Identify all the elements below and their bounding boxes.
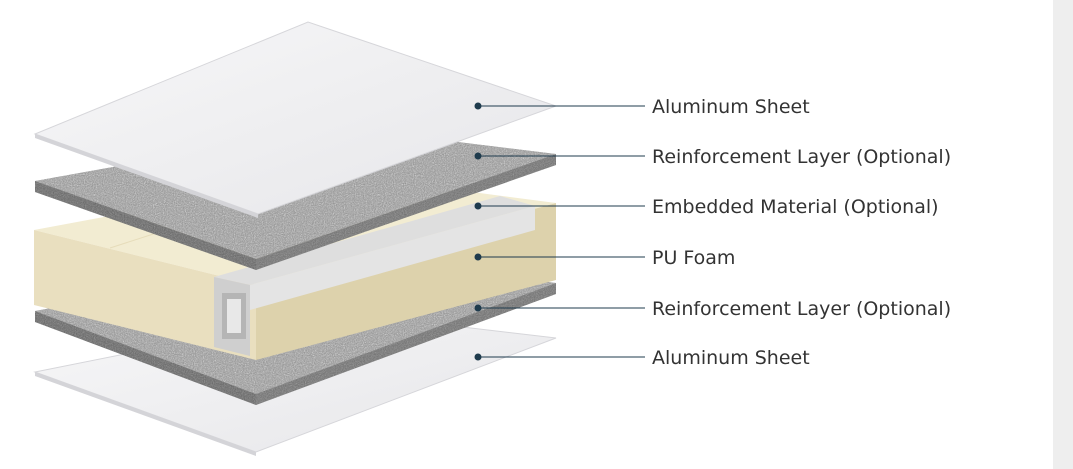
label-aluminum-sheet-bottom: Aluminum Sheet [652,347,810,369]
label-reinforcement-bottom: Reinforcement Layer (Optional) [652,298,951,320]
right-edge-band [1053,0,1073,469]
callout-dot [474,253,482,261]
callout-dot [474,102,482,110]
callout-dot [474,152,482,160]
callout-dot [474,353,482,361]
callout-dot [474,304,482,312]
callout-aluminum-sheet-top: Aluminum Sheet [474,96,810,118]
callout-reinforcement-top: Reinforcement Layer (Optional) [474,146,951,168]
callout-aluminum-sheet-bottom: Aluminum Sheet [474,347,810,369]
label-aluminum-sheet-top: Aluminum Sheet [652,96,810,118]
label-reinforcement-top: Reinforcement Layer (Optional) [652,146,951,168]
embedded-material-tube [214,196,535,356]
callout-reinforcement-bottom: Reinforcement Layer (Optional) [474,298,951,320]
label-pu-foam: PU Foam [652,247,735,269]
callout-dot [474,202,482,210]
callout-pu-foam: PU Foam [474,247,735,269]
callout-embedded-material: Embedded Material (Optional) [474,196,939,218]
label-embedded-material: Embedded Material (Optional) [652,196,939,218]
